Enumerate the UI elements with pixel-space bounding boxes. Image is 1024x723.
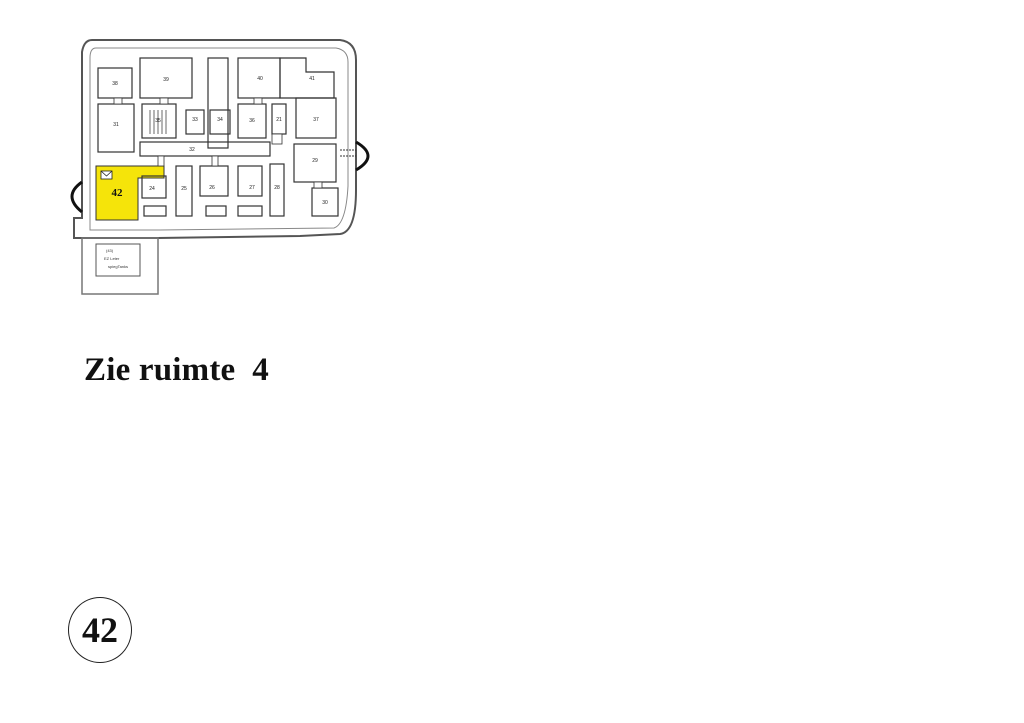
left-arch [70,180,83,214]
room-label-36: 36 [249,118,255,124]
room-label-26: 26 [209,185,215,191]
room-label-35: 35 [155,118,161,124]
room-label-37: 37 [313,117,319,123]
annex-note-3: spiegTanks [108,264,128,269]
annex-building [81,237,159,295]
envelope-icon [100,170,113,180]
room-label-29: 29 [312,158,318,164]
instruction-text: Zie ruimte 4 [84,352,269,388]
room-label-27: 27 [249,185,255,191]
room-label-31: 31 [113,122,119,128]
annex-note-1: (43) [106,248,114,253]
room-label-34: 34 [217,117,223,123]
annex-note-2: EZ Leter [104,256,120,261]
room-label-40: 40 [257,76,263,82]
room-label-25: 25 [181,186,187,192]
room-label-21: 21 [276,117,282,123]
room-label-28: 28 [274,185,280,191]
building-outline [73,39,357,239]
room-label-32: 32 [189,147,195,153]
room-label-38: 38 [112,81,118,87]
room-label-24: 24 [149,186,155,192]
room-label-33: 33 [192,117,198,123]
room-label-42: 42 [112,187,124,199]
page-number-badge: 42 [68,597,132,663]
right-arch [355,140,370,172]
room-label-41: 41 [309,76,315,82]
room-label-30: 30 [322,200,328,206]
room-label-39: 39 [163,77,169,83]
